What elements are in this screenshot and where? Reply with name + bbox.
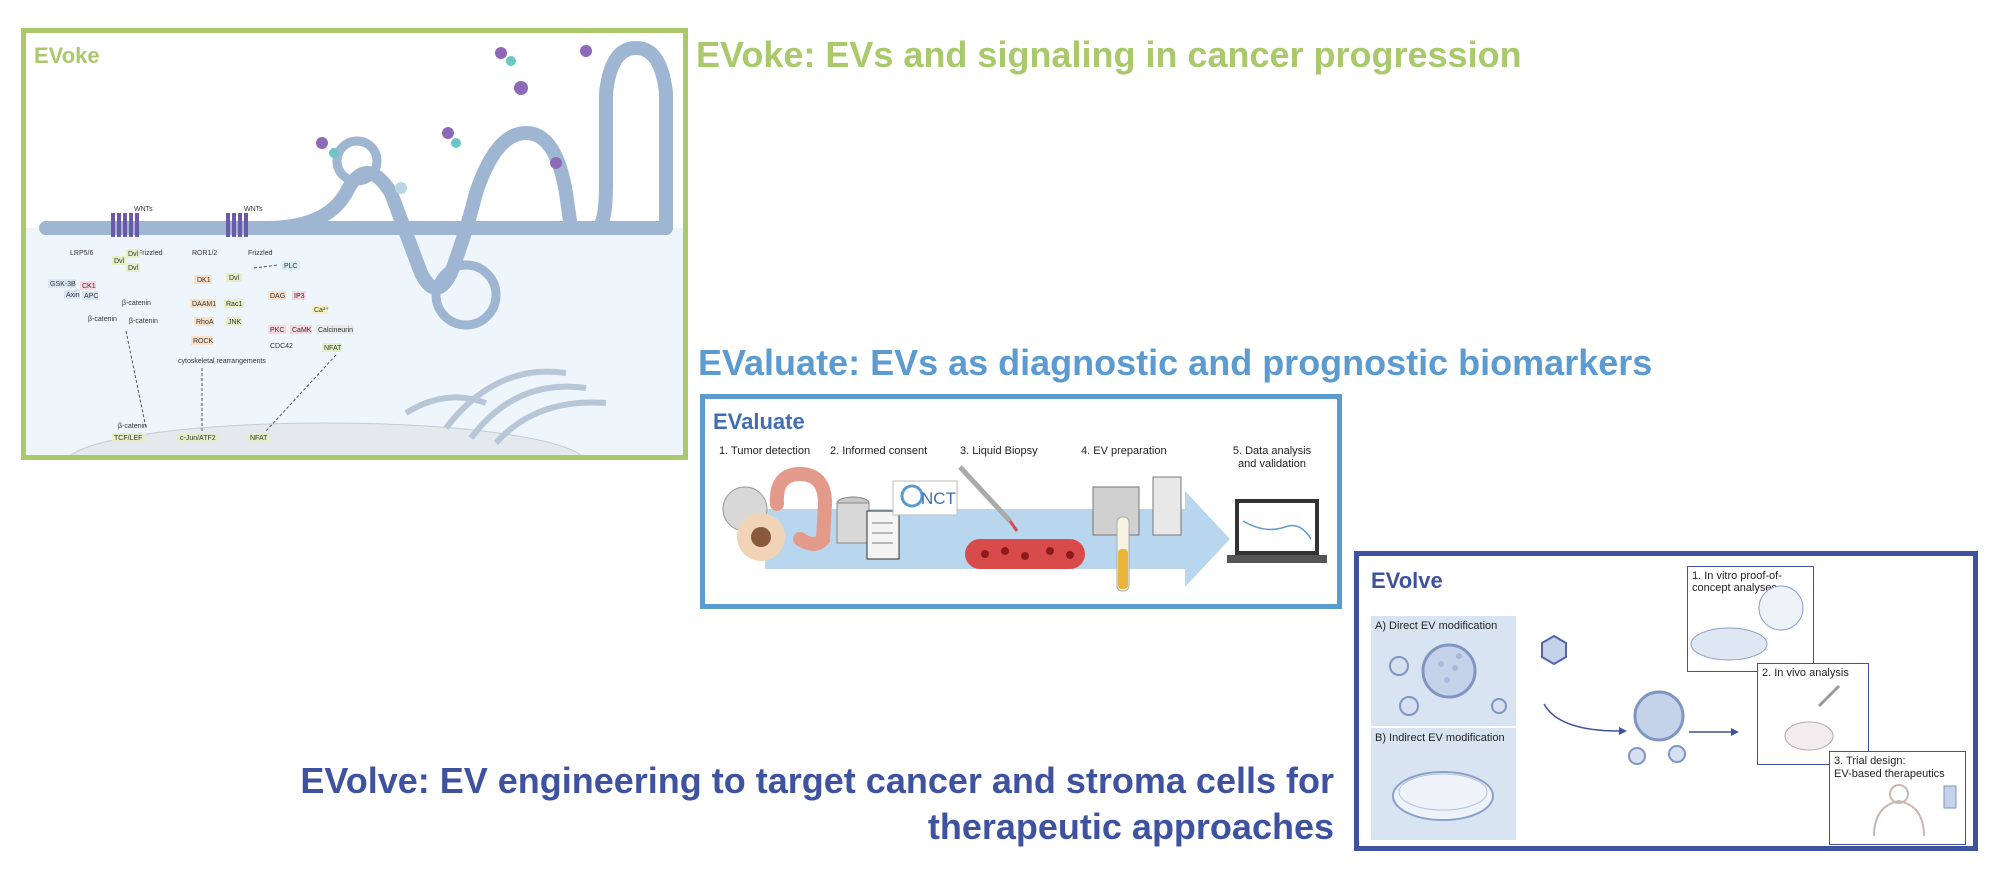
- step-liquid-biopsy: 3. Liquid Biopsy: [960, 445, 1038, 457]
- trial-design-box: 3. Trial design: EV-based therapeutics: [1829, 751, 1966, 845]
- svg-text:PLC: PLC: [284, 263, 298, 270]
- svg-text:DAG: DAG: [270, 293, 285, 300]
- option-b-label: B) Indirect EV modification: [1375, 732, 1505, 744]
- svg-text:WNTs: WNTs: [134, 206, 153, 213]
- svg-text:DK1: DK1: [197, 277, 211, 284]
- evaluate-panel: EValuate 1. Tumor detection 2. Informed …: [700, 394, 1342, 609]
- svg-text:PKC: PKC: [270, 327, 284, 334]
- svg-text:Rac1: Rac1: [226, 301, 242, 308]
- svg-text:Dvl: Dvl: [128, 265, 139, 272]
- step-ev-preparation: 4. EV preparation: [1081, 445, 1167, 457]
- svg-text:JNK: JNK: [228, 319, 242, 326]
- svg-text:LRP5/6: LRP5/6: [70, 250, 93, 257]
- svg-text:Dvl: Dvl: [114, 258, 125, 265]
- svg-text:β-catenin: β-catenin: [129, 318, 158, 325]
- svg-text:Axin: Axin: [66, 292, 80, 299]
- svg-text:Dvl: Dvl: [229, 275, 240, 282]
- evolve-panel-title: EVolve: [1371, 568, 1443, 593]
- svg-text:NFAT: NFAT: [250, 435, 268, 442]
- svg-text:Frizzled: Frizzled: [138, 250, 163, 257]
- svg-text:β-catenin: β-catenin: [88, 316, 117, 323]
- svg-text:CDC42: CDC42: [270, 343, 293, 350]
- svg-text:GSK-3B: GSK-3B: [50, 281, 76, 288]
- evolve-heading-line1: EVolve: EV engineering to target cancer …: [300, 760, 1334, 801]
- evoke-panel: EVoke: [21, 28, 688, 460]
- evaluate-illustration: NCT: [722, 465, 1327, 592]
- svg-text:IP3: IP3: [294, 293, 305, 300]
- evolve-panel: EVolve A) Direct EV modification B) Indi…: [1354, 551, 1978, 851]
- svg-text:TCF/LEF: TCF/LEF: [114, 435, 142, 442]
- svg-text:ROCK: ROCK: [193, 338, 214, 345]
- evoke-heading: EVoke: EVs and signaling in cancer progr…: [696, 34, 1522, 75]
- svg-text:WNTs: WNTs: [244, 206, 263, 213]
- svg-text:DAAM1: DAAM1: [192, 301, 216, 308]
- svg-text:ROR1/2: ROR1/2: [192, 250, 217, 257]
- evaluate-panel-title: EValuate: [713, 409, 805, 434]
- trial-design-label-2: EV-based therapeutics: [1834, 768, 1945, 780]
- in-vitro-label: 1. In vitro proof-of-concept analyses: [1692, 570, 1782, 594]
- svg-text:Ca²⁺: Ca²⁺: [314, 307, 329, 314]
- step-tumor-detection: 1. Tumor detection: [719, 445, 811, 457]
- evoke-illustration: WNTs WNTs LRP5/6 Frizzled ROR1/2 Frizzle…: [26, 40, 683, 455]
- trial-design-label-1: 3. Trial design:: [1834, 755, 1906, 767]
- evolve-heading-line2: therapeutic approaches: [927, 806, 1334, 847]
- evaluate-heading: EValuate: EVs as diagnostic and prognost…: [698, 342, 1653, 383]
- in-vivo-label: 2. In vivo analysis: [1762, 667, 1849, 679]
- svg-text:Calcineurin: Calcineurin: [318, 327, 353, 334]
- svg-text:Frizzled: Frizzled: [248, 250, 273, 257]
- step-informed-consent: 2. Informed consent: [830, 445, 928, 457]
- svg-text:Dvl: Dvl: [128, 251, 139, 258]
- evolve-illustration: [1389, 585, 1957, 837]
- svg-text:cytoskeletal rearrangements: cytoskeletal rearrangements: [178, 358, 266, 365]
- svg-text:β-catenin: β-catenin: [122, 300, 151, 307]
- svg-text:APC: APC: [84, 293, 98, 300]
- svg-text:CaMK: CaMK: [292, 327, 312, 334]
- svg-text:RhoA: RhoA: [196, 319, 214, 326]
- evoke-panel-title: EVoke: [34, 43, 100, 68]
- nct-logo-text: NCT: [921, 489, 956, 508]
- svg-text:c-Jun/ATF2: c-Jun/ATF2: [180, 435, 216, 442]
- svg-text:NFAT: NFAT: [324, 345, 342, 352]
- step-data-analysis: 5. Data analysis and validation: [1232, 445, 1312, 470]
- option-a-label: A) Direct EV modification: [1375, 620, 1498, 632]
- svg-text:β-catenin: β-catenin: [118, 423, 147, 430]
- svg-text:CK1: CK1: [82, 283, 96, 290]
